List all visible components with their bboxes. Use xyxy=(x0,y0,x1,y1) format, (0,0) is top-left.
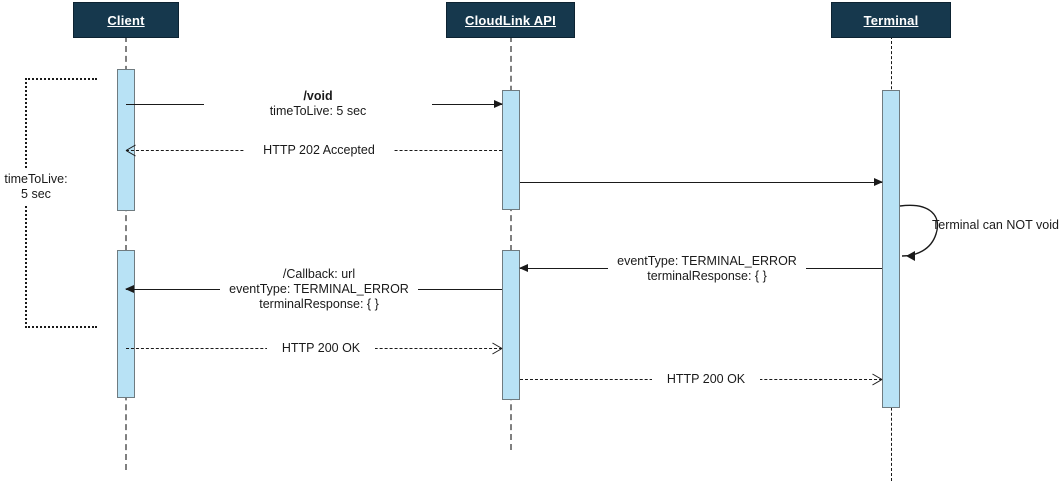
participant-client-label: Client xyxy=(107,12,145,28)
self-label-emphasis: NOT xyxy=(1006,218,1033,232)
arrowhead-left-icon xyxy=(519,264,528,272)
duration-bracket-label-line2: 5 sec xyxy=(21,187,51,201)
message-void-request-label-line1: /void xyxy=(303,89,333,103)
message-http-200-client-to-cloudlink-label-text: HTTP 200 OK xyxy=(281,341,361,355)
message-terminal-self-cannot-void-label: Terminal can NOT void xyxy=(932,218,1059,233)
message-http-200-cloudlink-to-terminal-label: HTTP 200 OK xyxy=(652,372,760,387)
lifeline-cloudlink-api xyxy=(510,36,512,450)
activation-client-2 xyxy=(117,250,135,398)
participant-cloudlink-api-label: CloudLink API xyxy=(465,12,556,28)
participant-terminal-label: Terminal xyxy=(863,12,919,28)
message-http-200-cloudlink-to-terminal-label-text: HTTP 200 OK xyxy=(666,372,746,386)
message-void-request-label: /void timeToLive: 5 sec xyxy=(204,89,432,119)
message-http-202-label-text: HTTP 202 Accepted xyxy=(263,143,375,157)
self-label-prefix: Terminal can xyxy=(932,218,1007,232)
message-callback-to-client-label-line0: /Callback: url xyxy=(282,267,356,281)
activation-client-1 xyxy=(117,69,135,211)
arrowhead-right-icon xyxy=(872,374,883,385)
arrowhead-right-icon xyxy=(494,100,503,108)
duration-bracket-label: timeToLive: 5 sec xyxy=(0,170,72,204)
arrowhead-left-icon xyxy=(125,285,134,293)
message-callback-to-client-label-line1: eventType: TERMINAL_ERROR xyxy=(229,282,409,296)
arrowhead-right-icon xyxy=(874,178,883,186)
message-terminal-error-to-cloudlink-label-line1: eventType: TERMINAL_ERROR xyxy=(617,254,797,268)
activation-terminal-1 xyxy=(882,90,900,408)
message-terminal-error-to-cloudlink-label-line2: terminalResponse: { } xyxy=(647,269,767,283)
participant-cloudlink-api[interactable]: CloudLink API xyxy=(446,2,575,38)
message-callback-to-client-label: /Callback: url eventType: TERMINAL_ERROR… xyxy=(220,267,418,312)
message-http-200-client-to-cloudlink-label: HTTP 200 OK xyxy=(267,341,375,356)
duration-bracket-label-line1: timeToLive: xyxy=(4,172,68,186)
activation-cloudlink-1 xyxy=(502,90,520,210)
self-loop-arc-icon xyxy=(899,204,939,261)
message-cloudlink-to-terminal-void-line xyxy=(520,182,882,183)
message-void-request-label-line2: timeToLive: 5 sec xyxy=(269,104,367,118)
message-terminal-self-cannot-void[interactable] xyxy=(896,200,952,264)
arrowhead-left-icon xyxy=(125,145,136,156)
self-label-suffix: void xyxy=(1032,218,1059,232)
arrowhead-right-icon xyxy=(492,343,503,354)
message-callback-to-client-label-line2: terminalResponse: { } xyxy=(259,297,379,311)
participant-terminal[interactable]: Terminal xyxy=(831,2,951,38)
message-terminal-error-to-cloudlink-label: eventType: TERMINAL_ERROR terminalRespon… xyxy=(608,254,806,284)
message-http-202-label: HTTP 202 Accepted xyxy=(245,143,393,158)
activation-cloudlink-2 xyxy=(502,250,520,400)
participant-client[interactable]: Client xyxy=(73,2,179,38)
